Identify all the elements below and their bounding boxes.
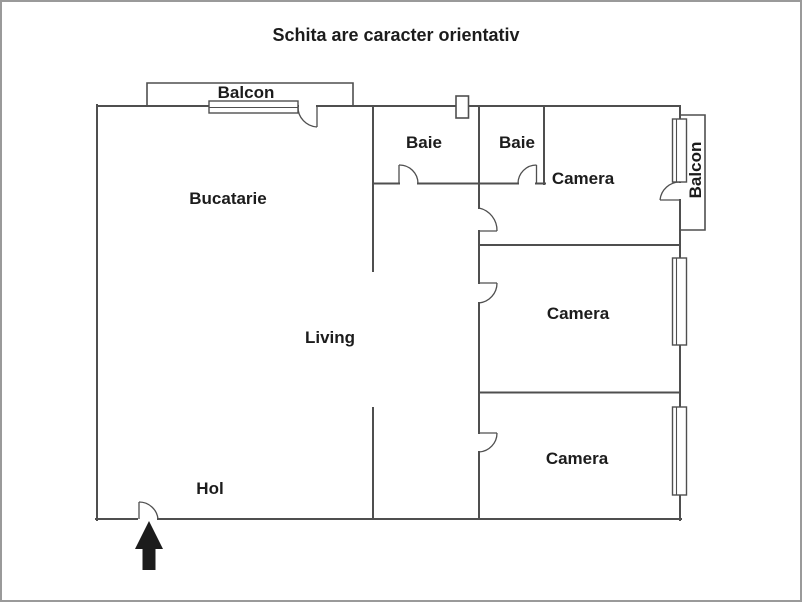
- window: [671, 118, 688, 183]
- entrance-arrow-icon: [135, 521, 163, 570]
- door-arc: [398, 164, 419, 184]
- doors: [138, 106, 681, 520]
- room-label-living: Living: [305, 328, 355, 347]
- room-label-bedroom-3: Camera: [546, 449, 609, 468]
- balcony-right-outline: [679, 114, 706, 231]
- room-label-bedroom-2: Camera: [547, 304, 610, 323]
- interior-walls: [372, 105, 681, 520]
- door-arc: [478, 282, 498, 304]
- room-label-balcony-right: Balcon: [686, 142, 705, 199]
- window: [671, 257, 688, 346]
- vent-shaft: [455, 95, 470, 119]
- window: [671, 406, 688, 496]
- windows: [208, 100, 688, 496]
- room-label-bathroom-1: Baie: [406, 133, 442, 152]
- room-label-balcony-top: Balcon: [218, 83, 275, 102]
- balcony-top-outline: [146, 82, 354, 107]
- room-label-kitchen: Bucatarie: [189, 189, 266, 208]
- door-arc: [478, 207, 498, 232]
- door-arc: [517, 164, 537, 184]
- page-title: Schita are caracter orientativ: [272, 25, 519, 45]
- room-label-bedroom-1: Camera: [552, 169, 615, 188]
- door-arc: [478, 432, 498, 453]
- door-arc: [297, 106, 318, 128]
- room-label-hallway: Hol: [196, 479, 223, 498]
- door-arc: [138, 501, 159, 520]
- door-arc: [659, 181, 681, 201]
- room-label-bathroom-2: Baie: [499, 133, 535, 152]
